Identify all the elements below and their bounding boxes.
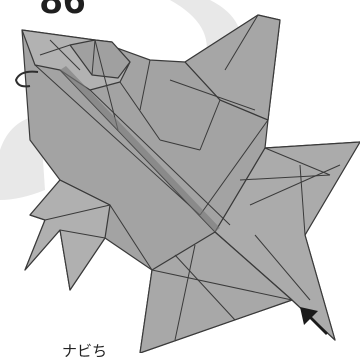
caption-text: ナビち bbox=[62, 340, 107, 361]
origami-diagram bbox=[0, 0, 360, 353]
step-number: 86 bbox=[40, 0, 87, 23]
